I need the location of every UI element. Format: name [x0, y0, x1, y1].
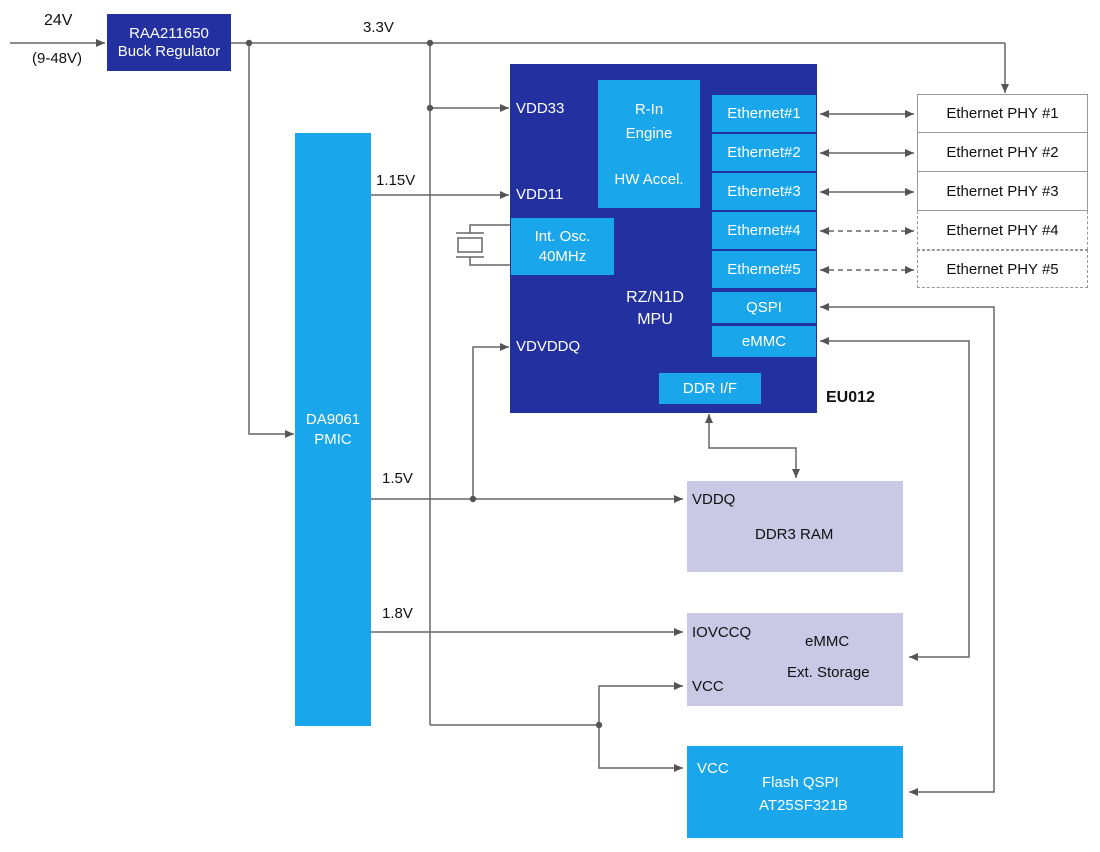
pmic-desc: PMIC [314, 430, 352, 448]
ddr-interface-label: DDR I/F [682, 380, 738, 397]
crystal-lead-bottom [469, 257, 511, 266]
input-voltage-label: 24V [44, 12, 73, 29]
vdvddq-wire [472, 343, 509, 499]
rail-15v-label: 1.5V [382, 470, 413, 487]
ddr3-name: DDR3 RAM [755, 526, 834, 543]
rin-line2: Engine [625, 125, 673, 142]
buck-name: RAA211650 [129, 24, 209, 42]
port-qspi: QSPI [712, 292, 816, 323]
port-ethernet-4-label: Ethernet#4 [727, 222, 801, 239]
port-ethernet-5: Ethernet#5 [712, 251, 816, 288]
qspi-link [820, 303, 995, 796]
junction-dot [245, 39, 253, 47]
junction-dot [426, 39, 434, 47]
port-emmc-label: eMMC [741, 333, 787, 350]
rail-33v-label: 3.3V [363, 19, 394, 36]
mpu-name: RZ/N1D MPU [610, 284, 700, 334]
ethernet-phy-1-label: Ethernet PHY #1 [946, 105, 1059, 122]
rin-line3: HW Accel. [614, 171, 684, 188]
ethernet-phy-1: Ethernet PHY #1 [917, 94, 1088, 133]
ddr3-ram-block [687, 481, 903, 572]
port-ethernet-3-label: Ethernet#3 [727, 183, 801, 200]
crystal-lead-top [469, 224, 511, 233]
port-ethernet-1-label: Ethernet#1 [727, 105, 801, 122]
emmc-storage-block [687, 613, 903, 706]
ddr-link [705, 414, 800, 478]
emmc-pin-vcc: VCC [692, 678, 724, 695]
vcc-trunk-wire [430, 724, 683, 772]
flash-name: Flash QSPI [762, 774, 839, 791]
buck-regulator: RAA211650 Buck Regulator [107, 14, 231, 71]
ethernet-phy-2: Ethernet PHY #2 [917, 133, 1088, 172]
emmc-storage-desc: Ext. Storage [787, 664, 870, 681]
pmic-block: DA9061 PMIC [295, 133, 371, 726]
crystal-icon [456, 232, 484, 258]
ddr3-pin-vddq: VDDQ [692, 491, 736, 508]
junction-dot [469, 495, 477, 503]
ethernet-phy-4-label: Ethernet PHY #4 [946, 221, 1059, 239]
port-qspi-label: QSPI [746, 299, 782, 316]
ethernet-phy-5-label: Ethernet PHY #5 [946, 260, 1059, 278]
mpu-name-line2: MPU [637, 311, 673, 328]
buck-desc: Buck Regulator [117, 42, 221, 60]
port-ethernet-3: Ethernet#3 [712, 173, 816, 210]
rin-line1: R-In [634, 101, 664, 118]
emmc-vcc-wire [598, 682, 683, 725]
junction-dot [426, 104, 434, 112]
flash-qspi-block [687, 746, 903, 838]
port-ethernet-4: Ethernet#4 [712, 212, 816, 249]
pmic-name: DA9061 [305, 410, 361, 428]
ethernet-phy-5: Ethernet PHY #5 [917, 250, 1088, 288]
osc-line1: Int. Osc. [534, 227, 591, 245]
buck-to-pmic-wire [248, 43, 294, 438]
pin-vdvddq: VDVDDQ [516, 338, 581, 355]
port-ethernet-1: Ethernet#1 [712, 95, 816, 132]
rail-115v-label: 1.15V [376, 172, 416, 189]
rail-18v-label: 1.8V [382, 605, 413, 622]
pin-vdd33: VDD33 [516, 100, 565, 117]
ethernet-phy-3: Ethernet PHY #3 [917, 172, 1088, 211]
port-ethernet-2-label: Ethernet#2 [727, 144, 801, 161]
ddr-interface: DDR I/F [659, 373, 761, 404]
osc-line2: 40MHz [538, 247, 587, 265]
mpu-name-line1: RZ/N1D [626, 289, 684, 306]
emmc-storage-name: eMMC [805, 633, 850, 650]
emmc-link [820, 337, 970, 661]
ethernet-phy-3-label: Ethernet PHY #3 [946, 182, 1059, 200]
port-ethernet-2: Ethernet#2 [712, 134, 816, 171]
port-emmc: eMMC [712, 326, 816, 357]
emmc-pin-iovccq: IOVCCQ [692, 624, 752, 641]
ethernet-phy-2-label: Ethernet PHY #2 [946, 143, 1059, 161]
eu-label: EU012 [826, 389, 875, 406]
flash-part-number: AT25SF321B [759, 797, 848, 814]
ethernet-phy-4: Ethernet PHY #4 [917, 211, 1088, 250]
oscillator-block: Int. Osc. 40MHz [511, 218, 614, 275]
rin-engine-block: R-In Engine HW Accel. [598, 80, 700, 208]
input-range-label: (9-48V) [32, 50, 83, 67]
junction-dot [595, 721, 603, 729]
flash-pin-vcc: VCC [697, 760, 729, 777]
port-ethernet-5-label: Ethernet#5 [727, 261, 801, 278]
pin-vdd11: VDD11 [516, 186, 564, 203]
